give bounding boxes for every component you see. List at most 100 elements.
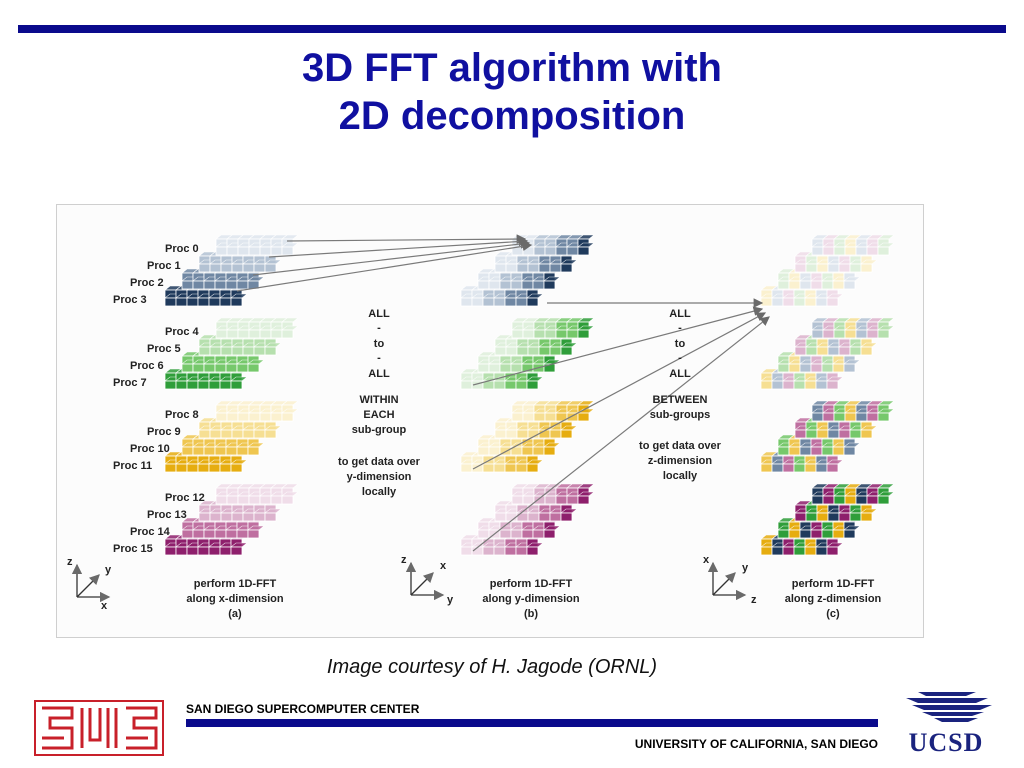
grid-cell xyxy=(526,542,544,556)
grid-cell xyxy=(877,491,895,505)
grid-cell xyxy=(247,525,265,539)
grid-cell xyxy=(264,342,282,356)
arrow-layer xyxy=(236,234,770,552)
grid-cell xyxy=(577,491,595,505)
transfer-arrow xyxy=(472,306,764,386)
axis-label: y xyxy=(105,564,112,576)
grid-cell xyxy=(860,508,878,522)
slab-layer xyxy=(164,234,895,556)
grid-cell xyxy=(826,459,844,473)
grid-cell xyxy=(560,425,578,439)
grid-cell xyxy=(860,342,878,356)
proc-label: Proc 4 xyxy=(165,326,200,338)
proc-label: Proc 0 xyxy=(165,243,199,255)
proc-label: Proc 12 xyxy=(165,492,205,504)
within-label: ALL - to - ALL WITHIN EACH sub-group to … xyxy=(338,308,421,498)
between-line: to get data over xyxy=(639,440,722,452)
grid-cell xyxy=(577,408,595,422)
grid-cell xyxy=(281,242,299,256)
proc-labels: Proc 0 Proc 1 Proc 2 Proc 3 Proc 4 Proc … xyxy=(113,243,205,555)
step-b-caption: perform 1D-FFT along y-dimension (b) xyxy=(482,578,579,620)
axis-label: y xyxy=(447,594,454,606)
grid-cell xyxy=(543,442,561,456)
grid-cell xyxy=(230,293,248,307)
proc-label: Proc 11 xyxy=(113,460,152,472)
grid-cell xyxy=(826,542,844,556)
step-line: (c) xyxy=(826,608,840,620)
step-line: perform 1D-FFT xyxy=(490,578,573,590)
within-line: - xyxy=(377,322,381,334)
axis-label: z xyxy=(751,594,757,606)
between-line: locally xyxy=(663,470,698,482)
grid-cell xyxy=(526,459,544,473)
within-line: WITHIN xyxy=(359,394,398,406)
step-line: along y-dimension xyxy=(482,593,579,605)
grid-cell xyxy=(843,525,861,539)
grid-cell xyxy=(843,359,861,373)
grid-cell xyxy=(543,525,561,539)
grid-cell xyxy=(860,259,878,273)
step-c-caption: perform 1D-FFT along z-dimension (c) xyxy=(785,578,882,620)
between-label: ALL - to - ALL BETWEEN sub-groups to get… xyxy=(639,308,722,482)
transfer-arrow xyxy=(472,312,767,470)
axis-label: y xyxy=(742,562,749,574)
transfer-arrow xyxy=(286,234,527,244)
within-line: ALL xyxy=(368,368,390,380)
transfer-arrow xyxy=(236,241,533,292)
title-line-1: 3D FFT algorithm with xyxy=(302,46,722,90)
transfer-arrow xyxy=(472,316,770,552)
grid-cell xyxy=(560,342,578,356)
grid-cell xyxy=(230,459,248,473)
step-line: along z-dimension xyxy=(785,593,882,605)
axis-label: z xyxy=(401,554,407,566)
grid-cell xyxy=(877,325,895,339)
proc-label: Proc 7 xyxy=(113,377,147,389)
grid-cell xyxy=(826,293,844,307)
grid-cell xyxy=(264,508,282,522)
step-line: perform 1D-FFT xyxy=(194,578,277,590)
grid-cell xyxy=(281,325,299,339)
axis-label: x xyxy=(440,560,447,572)
proc-label: Proc 15 xyxy=(113,543,153,555)
axis-label: x xyxy=(101,600,108,612)
grid-cell xyxy=(843,442,861,456)
between-line: - xyxy=(678,352,682,364)
sdsc-name: SAN DIEGO SUPERCOMPUTER CENTER xyxy=(186,702,420,716)
university-name: UNIVERSITY OF CALIFORNIA, SAN DIEGO xyxy=(634,737,878,751)
between-line: ALL xyxy=(669,368,691,380)
axis-diag-arrow xyxy=(410,572,434,596)
axis-label: x xyxy=(703,554,710,566)
within-line: y-dimension xyxy=(347,471,412,483)
page-title: 3D FFT algorithm with 2D decomposition xyxy=(0,44,1024,140)
axis-diag-arrow xyxy=(76,574,100,598)
proc-label: Proc 8 xyxy=(165,409,199,421)
grid-cell xyxy=(560,508,578,522)
proc-label: Proc 2 xyxy=(130,277,164,289)
within-line: to xyxy=(374,338,385,350)
step-line: perform 1D-FFT xyxy=(792,578,875,590)
footer-rule xyxy=(186,719,878,727)
step-line: (a) xyxy=(228,608,242,620)
proc-label: Proc 9 xyxy=(147,426,181,438)
between-line: to xyxy=(675,338,686,350)
grid-cell xyxy=(247,359,265,373)
grid-cell xyxy=(281,491,299,505)
grid-cell xyxy=(577,325,595,339)
title-line-2: 2D decomposition xyxy=(338,94,686,138)
axis-label: z xyxy=(67,556,73,568)
transfer-arrow xyxy=(268,236,529,258)
grid-cell xyxy=(526,293,544,307)
top-rule xyxy=(18,25,1006,33)
ucsd-logo-icon xyxy=(906,692,992,722)
grid-cell xyxy=(247,442,265,456)
axes-b xyxy=(405,561,445,601)
step-line: along x-dimension xyxy=(186,593,283,605)
grid-cell xyxy=(281,408,299,422)
transfer-arrow xyxy=(252,239,531,276)
fft-diagram-svg: Proc 0 Proc 1 Proc 2 Proc 3 Proc 4 Proc … xyxy=(67,234,895,620)
axes-c xyxy=(707,561,747,601)
grid-cell xyxy=(264,425,282,439)
proc-label: Proc 5 xyxy=(147,343,181,355)
grid-cell xyxy=(230,542,248,556)
within-line: to get data over xyxy=(338,456,421,468)
